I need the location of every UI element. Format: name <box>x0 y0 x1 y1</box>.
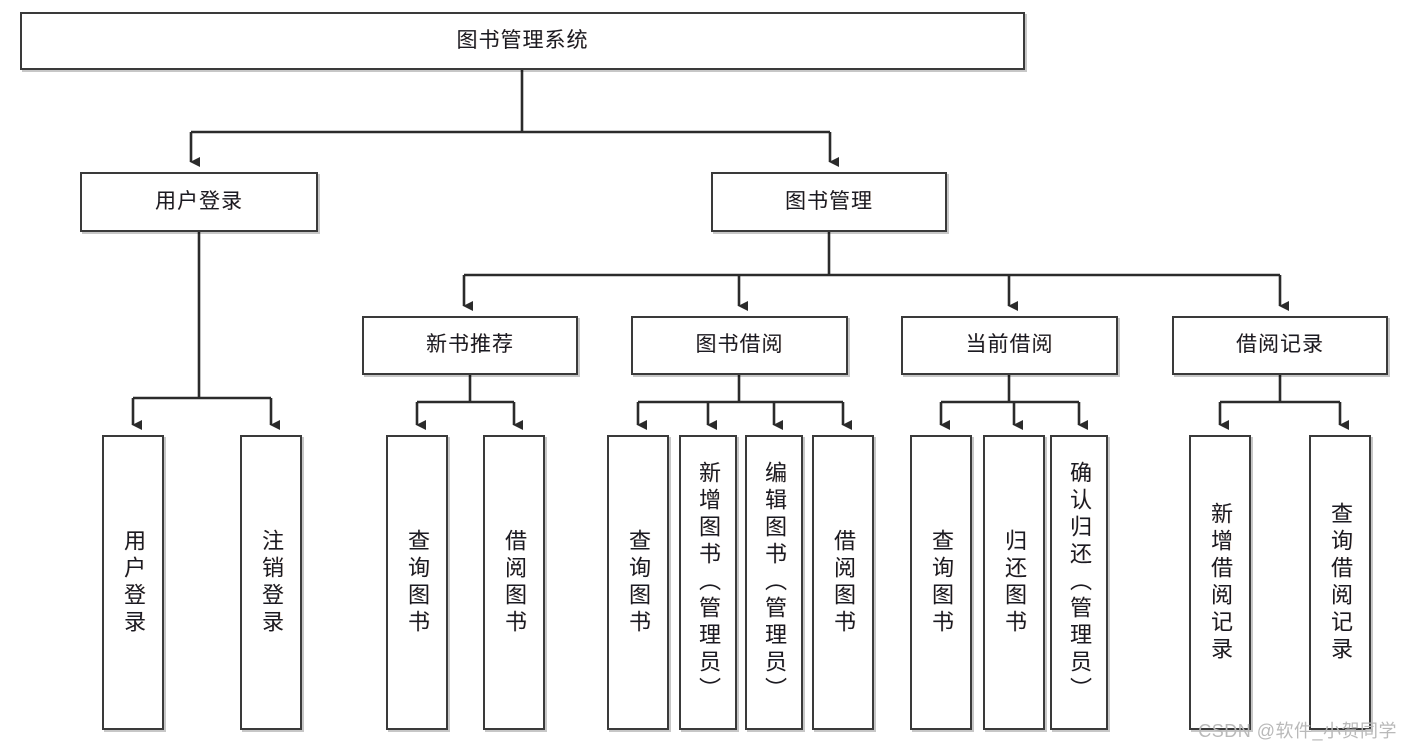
node-borrow-record[interactable]: 借阅记录 <box>1172 316 1388 375</box>
leaf-label: 确认归还（管理员） <box>1067 461 1092 704</box>
node-book-borrow[interactable]: 图书借阅 <box>631 316 848 375</box>
node-label: 用户登录 <box>155 189 243 213</box>
node-label: 当前借阅 <box>965 333 1054 357</box>
node-current-borrow[interactable]: 当前借阅 <box>901 316 1118 375</box>
node-label: 新书推荐 <box>426 333 514 357</box>
leaf-leaf-confirm-return[interactable]: 确认归还（管理员） <box>1050 435 1108 730</box>
leaf-leaf-add-book[interactable]: 新增图书（管理员） <box>679 435 737 730</box>
node-user-login[interactable]: 用户登录 <box>80 172 318 232</box>
leaf-leaf-edit-book[interactable]: 编辑图书（管理员） <box>745 435 803 730</box>
leaf-label: 借阅图书 <box>502 528 527 637</box>
leaf-label: 新增借阅记录 <box>1208 501 1233 664</box>
leaf-leaf-query-record[interactable]: 查询借阅记录 <box>1309 435 1371 730</box>
node-book-management[interactable]: 图书管理 <box>711 172 947 232</box>
leaf-label: 查询借阅记录 <box>1328 501 1353 664</box>
leaf-leaf-query-book-2[interactable]: 查询图书 <box>607 435 669 730</box>
leaf-leaf-borrow-book-1[interactable]: 借阅图书 <box>483 435 545 730</box>
leaf-leaf-query-book-3[interactable]: 查询图书 <box>910 435 972 730</box>
node-label: 图书管理 <box>785 189 873 213</box>
leaf-label: 查询图书 <box>626 528 651 637</box>
leaf-label: 查询图书 <box>405 528 430 637</box>
leaf-leaf-query-book-1[interactable]: 查询图书 <box>386 435 448 730</box>
leaf-leaf-user-login[interactable]: 用户登录 <box>102 435 164 730</box>
leaf-label: 用户登录 <box>121 528 146 637</box>
leaf-leaf-borrow-book-2[interactable]: 借阅图书 <box>812 435 874 730</box>
node-new-book-recommend[interactable]: 新书推荐 <box>362 316 578 375</box>
leaf-label: 借阅图书 <box>831 528 856 637</box>
node-label: 图书借阅 <box>695 333 784 357</box>
leaf-leaf-return-book[interactable]: 归还图书 <box>983 435 1045 730</box>
node-label: 图书管理系统 <box>456 28 589 52</box>
leaf-label: 查询图书 <box>929 528 954 637</box>
node-book-management-system[interactable]: 图书管理系统 <box>20 12 1025 70</box>
leaf-label: 归还图书 <box>1002 528 1027 637</box>
leaf-label: 注销登录 <box>259 528 284 637</box>
node-label: 借阅记录 <box>1236 333 1324 357</box>
leaf-leaf-logout[interactable]: 注销登录 <box>240 435 302 730</box>
leaf-label: 新增图书（管理员） <box>696 461 721 704</box>
leaf-label: 编辑图书（管理员） <box>762 461 787 704</box>
leaf-leaf-add-record[interactable]: 新增借阅记录 <box>1189 435 1251 730</box>
